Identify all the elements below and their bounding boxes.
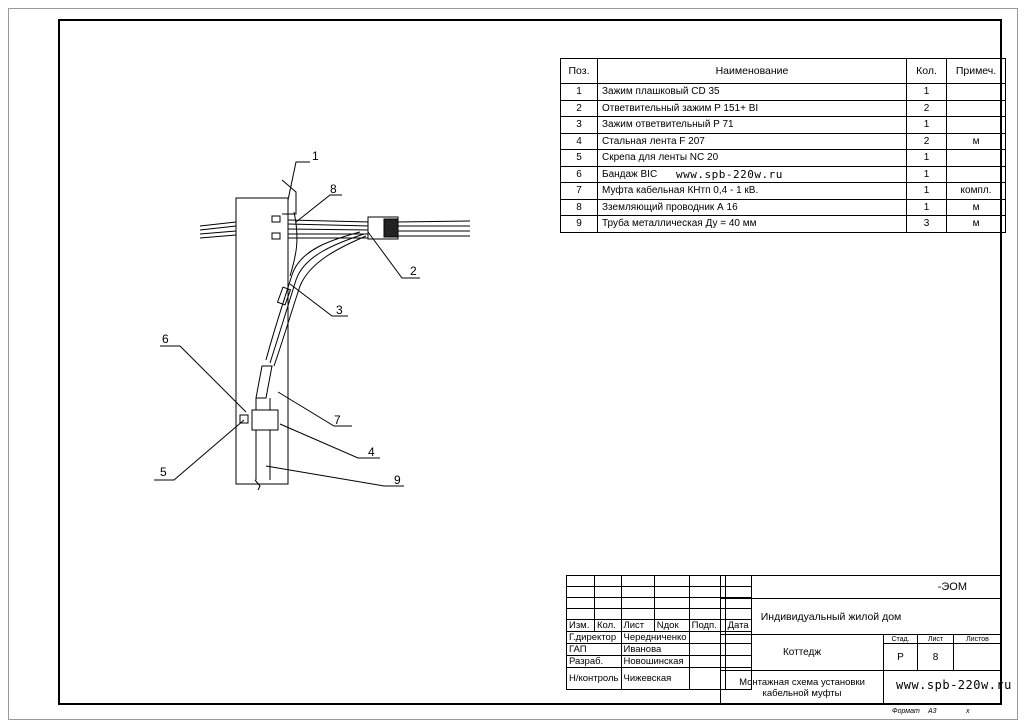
pipe-break — [254, 479, 261, 491]
header-note: Примеч. — [946, 58, 1006, 84]
leader-7 — [277, 391, 352, 427]
outer-frame — [8, 8, 1018, 720]
cable-sleeve — [255, 365, 273, 399]
sheet-title: Монтажная схема установки кабельной муфт… — [720, 670, 884, 705]
spec-cell-qty: 3 — [906, 215, 947, 233]
spec-header-row: Поз. Наименование Кол. Примеч. — [560, 58, 1006, 84]
leader-4 — [279, 423, 380, 459]
revision-col-header: Nдок — [653, 619, 690, 632]
branch-cable-a — [265, 231, 361, 361]
drawing-frame — [58, 19, 1002, 705]
clamp-3 — [276, 286, 292, 306]
branch-cable-b — [269, 233, 365, 364]
header-name: Наименование — [597, 58, 907, 84]
title-empty — [883, 670, 1002, 705]
callout-2: 2 — [410, 264, 417, 278]
bracket — [281, 179, 297, 215]
header-pos: Поз. — [560, 58, 598, 84]
leader-8 — [295, 194, 342, 223]
leader-1 — [287, 161, 310, 201]
role-cell: Н/контроль — [566, 667, 622, 690]
callout-5: 5 — [160, 465, 167, 479]
person-name-cell: Новошинская — [620, 655, 690, 668]
callout-6: 6 — [162, 332, 169, 346]
stage-value: Р — [883, 643, 918, 671]
date-cell — [724, 667, 752, 690]
title-block: -ЭОМ Индивидуальный жилой дом Коттедж Ст… — [720, 575, 1002, 705]
ground-conductor — [289, 211, 298, 277]
branch-cable-c — [273, 235, 367, 367]
doc-code: -ЭОМ — [720, 575, 1002, 599]
callout-8: 8 — [330, 182, 337, 196]
callout-7: 7 — [334, 413, 341, 427]
leader-5 — [154, 419, 245, 481]
pole — [235, 197, 289, 485]
overhead-wires-left — [199, 221, 237, 239]
revision-col-header: Изм. — [566, 619, 595, 632]
object-name: Коттедж — [720, 634, 884, 671]
overhead-wires-right — [397, 220, 471, 237]
signature-row: Разраб.Новошинская — [566, 655, 752, 668]
leader-3 — [289, 283, 348, 317]
watermark-table: www.spb-220w.ru — [676, 168, 783, 181]
callout-1: 1 — [312, 149, 319, 163]
spec-cell-name: Труба металлическая Ду = 40 мм — [597, 215, 907, 233]
sheets-value — [953, 643, 1002, 671]
clip-5 — [239, 414, 249, 424]
role-cell: ГАП — [566, 643, 622, 656]
header-qty: Кол. — [906, 58, 947, 84]
role-cell: Разраб. — [566, 655, 622, 668]
overhead-wires-mid — [287, 219, 371, 239]
role-cell: Г.директор — [566, 631, 622, 644]
watermark-titleblock: www.spb-220w.ru — [896, 678, 1012, 692]
callout-9: 9 — [394, 473, 401, 487]
revision-col-header: Лист — [620, 619, 655, 632]
band-4 — [251, 409, 279, 431]
callout-4: 4 — [368, 445, 375, 459]
clamp-1b — [271, 232, 281, 240]
person-name-cell: Чижевская — [620, 667, 690, 690]
leader-6 — [160, 345, 247, 413]
format-label: Формат — [892, 708, 920, 715]
spec-cell-note: м — [946, 215, 1006, 233]
callout-3: 3 — [336, 303, 343, 317]
leader-9 — [265, 465, 404, 487]
person-name-cell: Чередниченко — [620, 631, 690, 644]
format-value: А3 — [928, 708, 937, 715]
clamp-body-dark — [383, 218, 399, 238]
revision-col-header: Кол. — [593, 619, 622, 632]
clamp-1 — [271, 215, 281, 223]
format-x: х — [966, 708, 970, 715]
sheet-value: 8 — [917, 643, 954, 671]
leader-2 — [367, 231, 420, 279]
project-name: Индивидуальный жилой дом — [720, 598, 1002, 635]
person-name-cell: Иванова — [620, 643, 690, 656]
spec-cell-pos: 9 — [560, 215, 598, 233]
